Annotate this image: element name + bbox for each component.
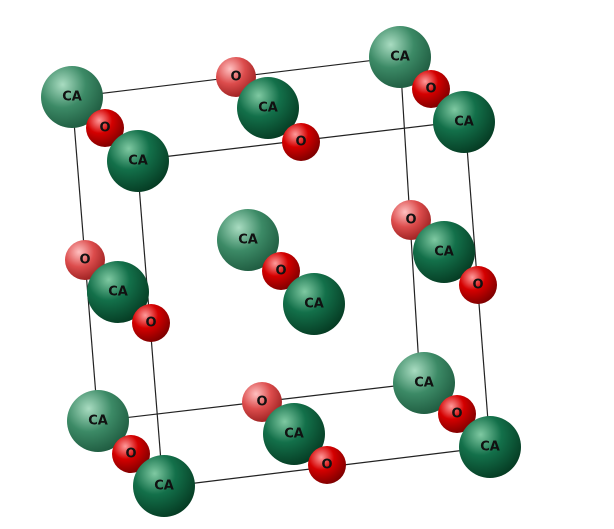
o-sphere [308, 446, 346, 484]
o-sphere [282, 123, 320, 161]
ca-atom: CA [283, 273, 345, 335]
o-sphere [65, 240, 105, 280]
o-atom-back: O [242, 382, 282, 422]
ca-atom: CA [413, 221, 475, 283]
ca-atom-back: CA [369, 26, 431, 88]
o-atom: O [132, 304, 170, 342]
o-sphere [86, 109, 124, 147]
o-label: O [425, 82, 436, 97]
ca-sphere [133, 455, 195, 517]
ca-label: CA [390, 50, 410, 65]
o-sphere [242, 382, 282, 422]
ca-label: CA [258, 101, 278, 116]
ca-atom-back: CA [217, 209, 279, 271]
ca-sphere [41, 66, 103, 128]
ca-label: CA [62, 90, 82, 105]
ca-atom: CA [433, 91, 495, 153]
ca-atom-back: CA [67, 390, 129, 452]
atoms-layer: CA CA O CA CA O O O CA CA O CA O CA O CA O O CA O CA O CA O CA O C… [41, 26, 521, 517]
ca-label: CA [154, 479, 174, 494]
ca-atom: CA [87, 261, 149, 323]
o-sphere [459, 266, 497, 304]
ca-sphere [413, 221, 475, 283]
o-atom-back: O [391, 200, 431, 240]
o-label: O [256, 395, 267, 410]
ca-atom: CA [133, 455, 195, 517]
o-label: O [99, 121, 110, 136]
ca-label: CA [238, 233, 258, 248]
o-atom: O [112, 435, 150, 473]
o-sphere [112, 435, 150, 473]
ca-label: CA [284, 427, 304, 442]
o-sphere [391, 200, 431, 240]
ca-atom: CA [237, 77, 299, 139]
o-label: O [405, 213, 416, 228]
o-atom: O [459, 266, 497, 304]
ca-sphere [283, 273, 345, 335]
ca-atom: CA [107, 130, 169, 192]
o-atom: O [282, 123, 320, 161]
ca-sphere [393, 352, 455, 414]
ca-sphere [369, 26, 431, 88]
ca-label: CA [414, 376, 434, 391]
ca-sphere [67, 390, 129, 452]
ca-atom-back: CA [393, 352, 455, 414]
ca-sphere [87, 261, 149, 323]
ca-sphere [237, 77, 299, 139]
o-atom: O [262, 252, 300, 290]
ca-label: CA [128, 154, 148, 169]
o-label: O [79, 253, 90, 268]
o-atom: O [86, 109, 124, 147]
o-label: O [145, 316, 156, 331]
ca-atom-back: CA [41, 66, 103, 128]
o-label: O [125, 447, 136, 462]
o-label: O [472, 278, 483, 293]
o-label: O [321, 458, 332, 473]
ca-sphere [107, 130, 169, 192]
ca-sphere [459, 416, 521, 478]
ca-label: CA [304, 297, 324, 312]
ca-label: CA [434, 245, 454, 260]
o-label: O [230, 70, 241, 85]
o-sphere [132, 304, 170, 342]
ca-atom: CA [459, 416, 521, 478]
ca-sphere [217, 209, 279, 271]
ca-atom: CA [263, 403, 325, 465]
ca-label: CA [108, 285, 128, 300]
o-label: O [295, 135, 306, 150]
ca-label: CA [454, 115, 474, 130]
o-atom: O [308, 446, 346, 484]
o-label: O [451, 407, 462, 422]
o-sphere [412, 70, 450, 108]
o-sphere [262, 252, 300, 290]
o-label: O [275, 264, 286, 279]
o-atom: O [438, 395, 476, 433]
o-atom-back: O [65, 240, 105, 280]
ca-sphere [433, 91, 495, 153]
ca-label: CA [480, 440, 500, 455]
ca-label: CA [88, 414, 108, 429]
o-atom: O [412, 70, 450, 108]
ca-sphere [263, 403, 325, 465]
o-sphere [438, 395, 476, 433]
